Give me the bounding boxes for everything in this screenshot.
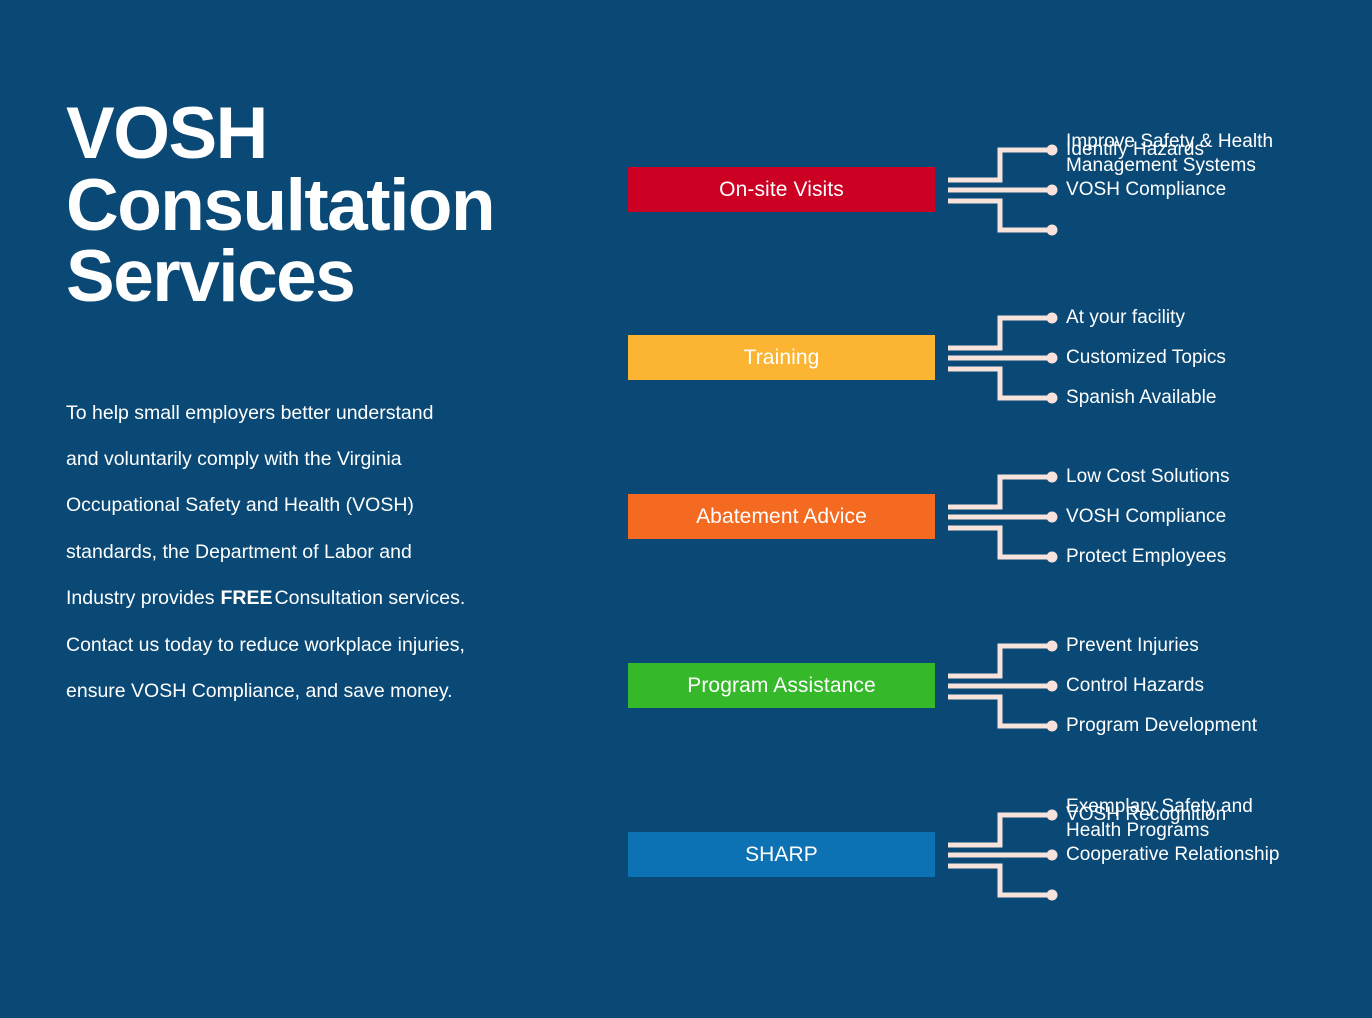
category-box-program-assistance[interactable]: Program Assistance	[628, 663, 935, 708]
item-label-on-site-visits-2: VOSH Compliance	[1066, 179, 1227, 200]
connector-upper-abatement-advice	[948, 474, 1052, 510]
connector-lower-on-site-visits	[948, 198, 1052, 233]
connector-dot-abatement-advice-2	[1046, 511, 1058, 523]
connector-dot-sharp-1	[1046, 809, 1058, 821]
category-label-training: Training	[743, 346, 820, 369]
intro-text-free-emphasis: FREE	[220, 587, 273, 610]
item-label-training-1: At your facility	[1066, 307, 1186, 328]
connector-upper-on-site-visits	[948, 147, 1052, 183]
item-label-program-assistance-1: Prevent Injuries	[1066, 635, 1199, 656]
connector-dot-training-1	[1046, 312, 1058, 324]
connector-dot-on-site-visits-2	[1046, 184, 1058, 196]
category-label-sharp: SHARP	[745, 843, 818, 866]
connector-lower-abatement-advice	[948, 525, 1052, 560]
connector-lower-sharp	[948, 863, 1052, 898]
page-title: VOSH Consultation Services	[66, 93, 496, 318]
item-label-training-2: Customized Topics	[1066, 347, 1226, 368]
connector-upper-sharp	[948, 812, 1052, 848]
connector-dot-program-assistance-2	[1046, 680, 1058, 692]
item-label-sharp-3: Exemplary Safety and Health Programs	[1066, 796, 1253, 841]
connector-dot-program-assistance-1	[1046, 640, 1058, 652]
connector-dot-on-site-visits-3	[1046, 224, 1058, 236]
item-label-sharp-2: Cooperative Relationship	[1066, 844, 1280, 865]
connector-upper-program-assistance	[948, 643, 1052, 679]
category-label-abatement-advice: Abatement Advice	[696, 505, 867, 528]
intro-text-before-free: To help small employers better understan…	[66, 401, 434, 610]
intro-paragraph: To help small employers better understan…	[66, 390, 466, 715]
connector-dot-sharp-2	[1046, 849, 1058, 861]
connector-dot-abatement-advice-1	[1046, 471, 1058, 483]
item-label-abatement-advice-3: Protect Employees	[1066, 546, 1227, 567]
left-column: VOSH Consultation Services To help small…	[66, 93, 576, 715]
category-box-on-site-visits[interactable]: On-site Visits	[628, 167, 935, 212]
connector-upper-training	[948, 315, 1052, 351]
connector-dot-abatement-advice-3	[1046, 551, 1058, 563]
connector-dot-training-2	[1046, 352, 1058, 364]
connector-dot-program-assistance-3	[1046, 720, 1058, 732]
connector-dot-sharp-3	[1046, 889, 1058, 901]
category-label-program-assistance: Program Assistance	[687, 674, 876, 697]
category-box-training[interactable]: Training	[628, 335, 935, 380]
category-box-abatement-advice[interactable]: Abatement Advice	[628, 494, 935, 539]
connector-dot-training-3	[1046, 392, 1058, 404]
connector-lower-training	[948, 366, 1052, 401]
item-label-training-3: Spanish Available	[1066, 387, 1217, 408]
connector-lower-program-assistance	[948, 694, 1052, 729]
item-label-on-site-visits-3: Improve Safety & Health Management Syste…	[1066, 131, 1274, 176]
item-label-abatement-advice-1: Low Cost Solutions	[1066, 466, 1230, 487]
item-label-sharp-1: VOSH Recognition	[1066, 804, 1227, 825]
item-label-program-assistance-3: Program Development	[1066, 715, 1258, 736]
item-label-program-assistance-2: Control Hazards	[1066, 675, 1205, 696]
category-label-on-site-visits: On-site Visits	[719, 178, 844, 201]
item-label-on-site-visits-1: Identify Hazards	[1066, 139, 1205, 160]
intro-text-after-free: Consultation services. Contact us today …	[66, 587, 466, 703]
category-box-sharp[interactable]: SHARP	[628, 832, 935, 877]
connector-dot-on-site-visits-1	[1046, 144, 1058, 156]
item-label-abatement-advice-2: VOSH Compliance	[1066, 506, 1227, 527]
